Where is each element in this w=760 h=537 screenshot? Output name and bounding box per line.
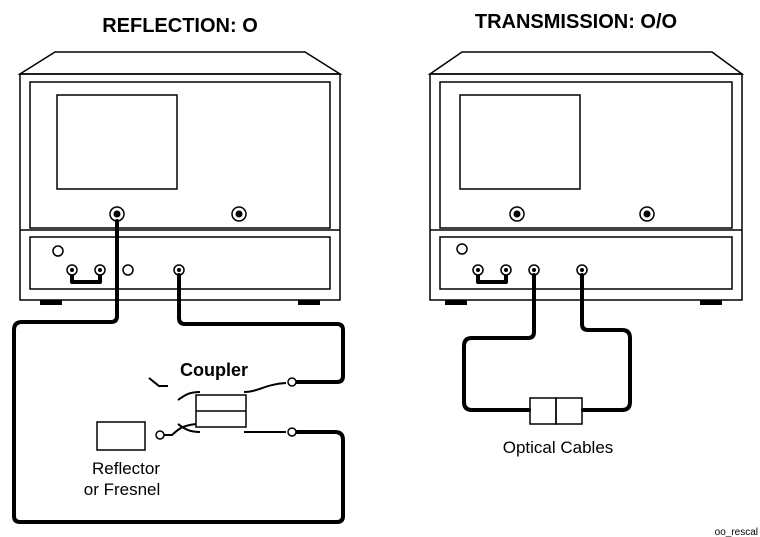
coupler-fiber (243, 382, 287, 393)
figure-tag: oo_rescal (715, 527, 758, 537)
jumper-cable (476, 270, 508, 284)
instrument-top-cover (17, 51, 343, 75)
test-set-port (500, 264, 512, 276)
fiber-connector (155, 430, 165, 440)
coupler-fiber (177, 391, 201, 401)
coupler (177, 382, 287, 433)
lightwave-test-set-panel (439, 236, 733, 290)
fiber-connector (287, 377, 297, 387)
reflector-label: Reflector (92, 459, 160, 478)
reflector-label-line2: or Fresnel (84, 480, 161, 499)
test-set-port (66, 264, 78, 276)
coupler-label: Coupler (180, 360, 248, 380)
indicator-led (456, 243, 468, 255)
fiber-connector (287, 427, 297, 437)
transmission-instrument (427, 51, 745, 305)
optical-cable (580, 273, 632, 412)
reflection-instrument (17, 51, 343, 305)
fiber-cable (177, 273, 345, 384)
instrument-foot (700, 300, 722, 305)
instrument-front-panel (439, 81, 733, 229)
front-port-connector (509, 206, 525, 222)
instrument-top-cover (427, 51, 745, 75)
indicator-led (52, 245, 64, 257)
optical-cables-label: Optical Cables (503, 438, 614, 457)
test-set-port (528, 264, 540, 276)
front-port-connector (109, 206, 125, 222)
instrument-foot (445, 300, 467, 305)
test-set-port (94, 264, 106, 276)
optical-cable (462, 273, 536, 412)
optical-adapter (529, 397, 583, 425)
instrument-body (429, 73, 743, 301)
instrument-foot (40, 300, 62, 305)
coupler-fiber (177, 423, 201, 433)
transmission-title: TRANSMISSION: O/O (475, 11, 677, 33)
test-set-port (472, 264, 484, 276)
front-port-connector (231, 206, 247, 222)
instrument-front-panel (29, 81, 331, 229)
terminated-fiber-end (148, 377, 168, 387)
reflector-box (96, 421, 146, 451)
reflection-title: REFLECTION: O (102, 15, 258, 37)
display-screen (56, 94, 178, 190)
indicator-led (122, 264, 134, 276)
fiber-cable (12, 219, 345, 524)
front-port-connector (639, 206, 655, 222)
jumper-cable (70, 270, 102, 284)
display-screen (459, 94, 581, 190)
reflector-fiber (164, 423, 197, 436)
instrument-foot (298, 300, 320, 305)
